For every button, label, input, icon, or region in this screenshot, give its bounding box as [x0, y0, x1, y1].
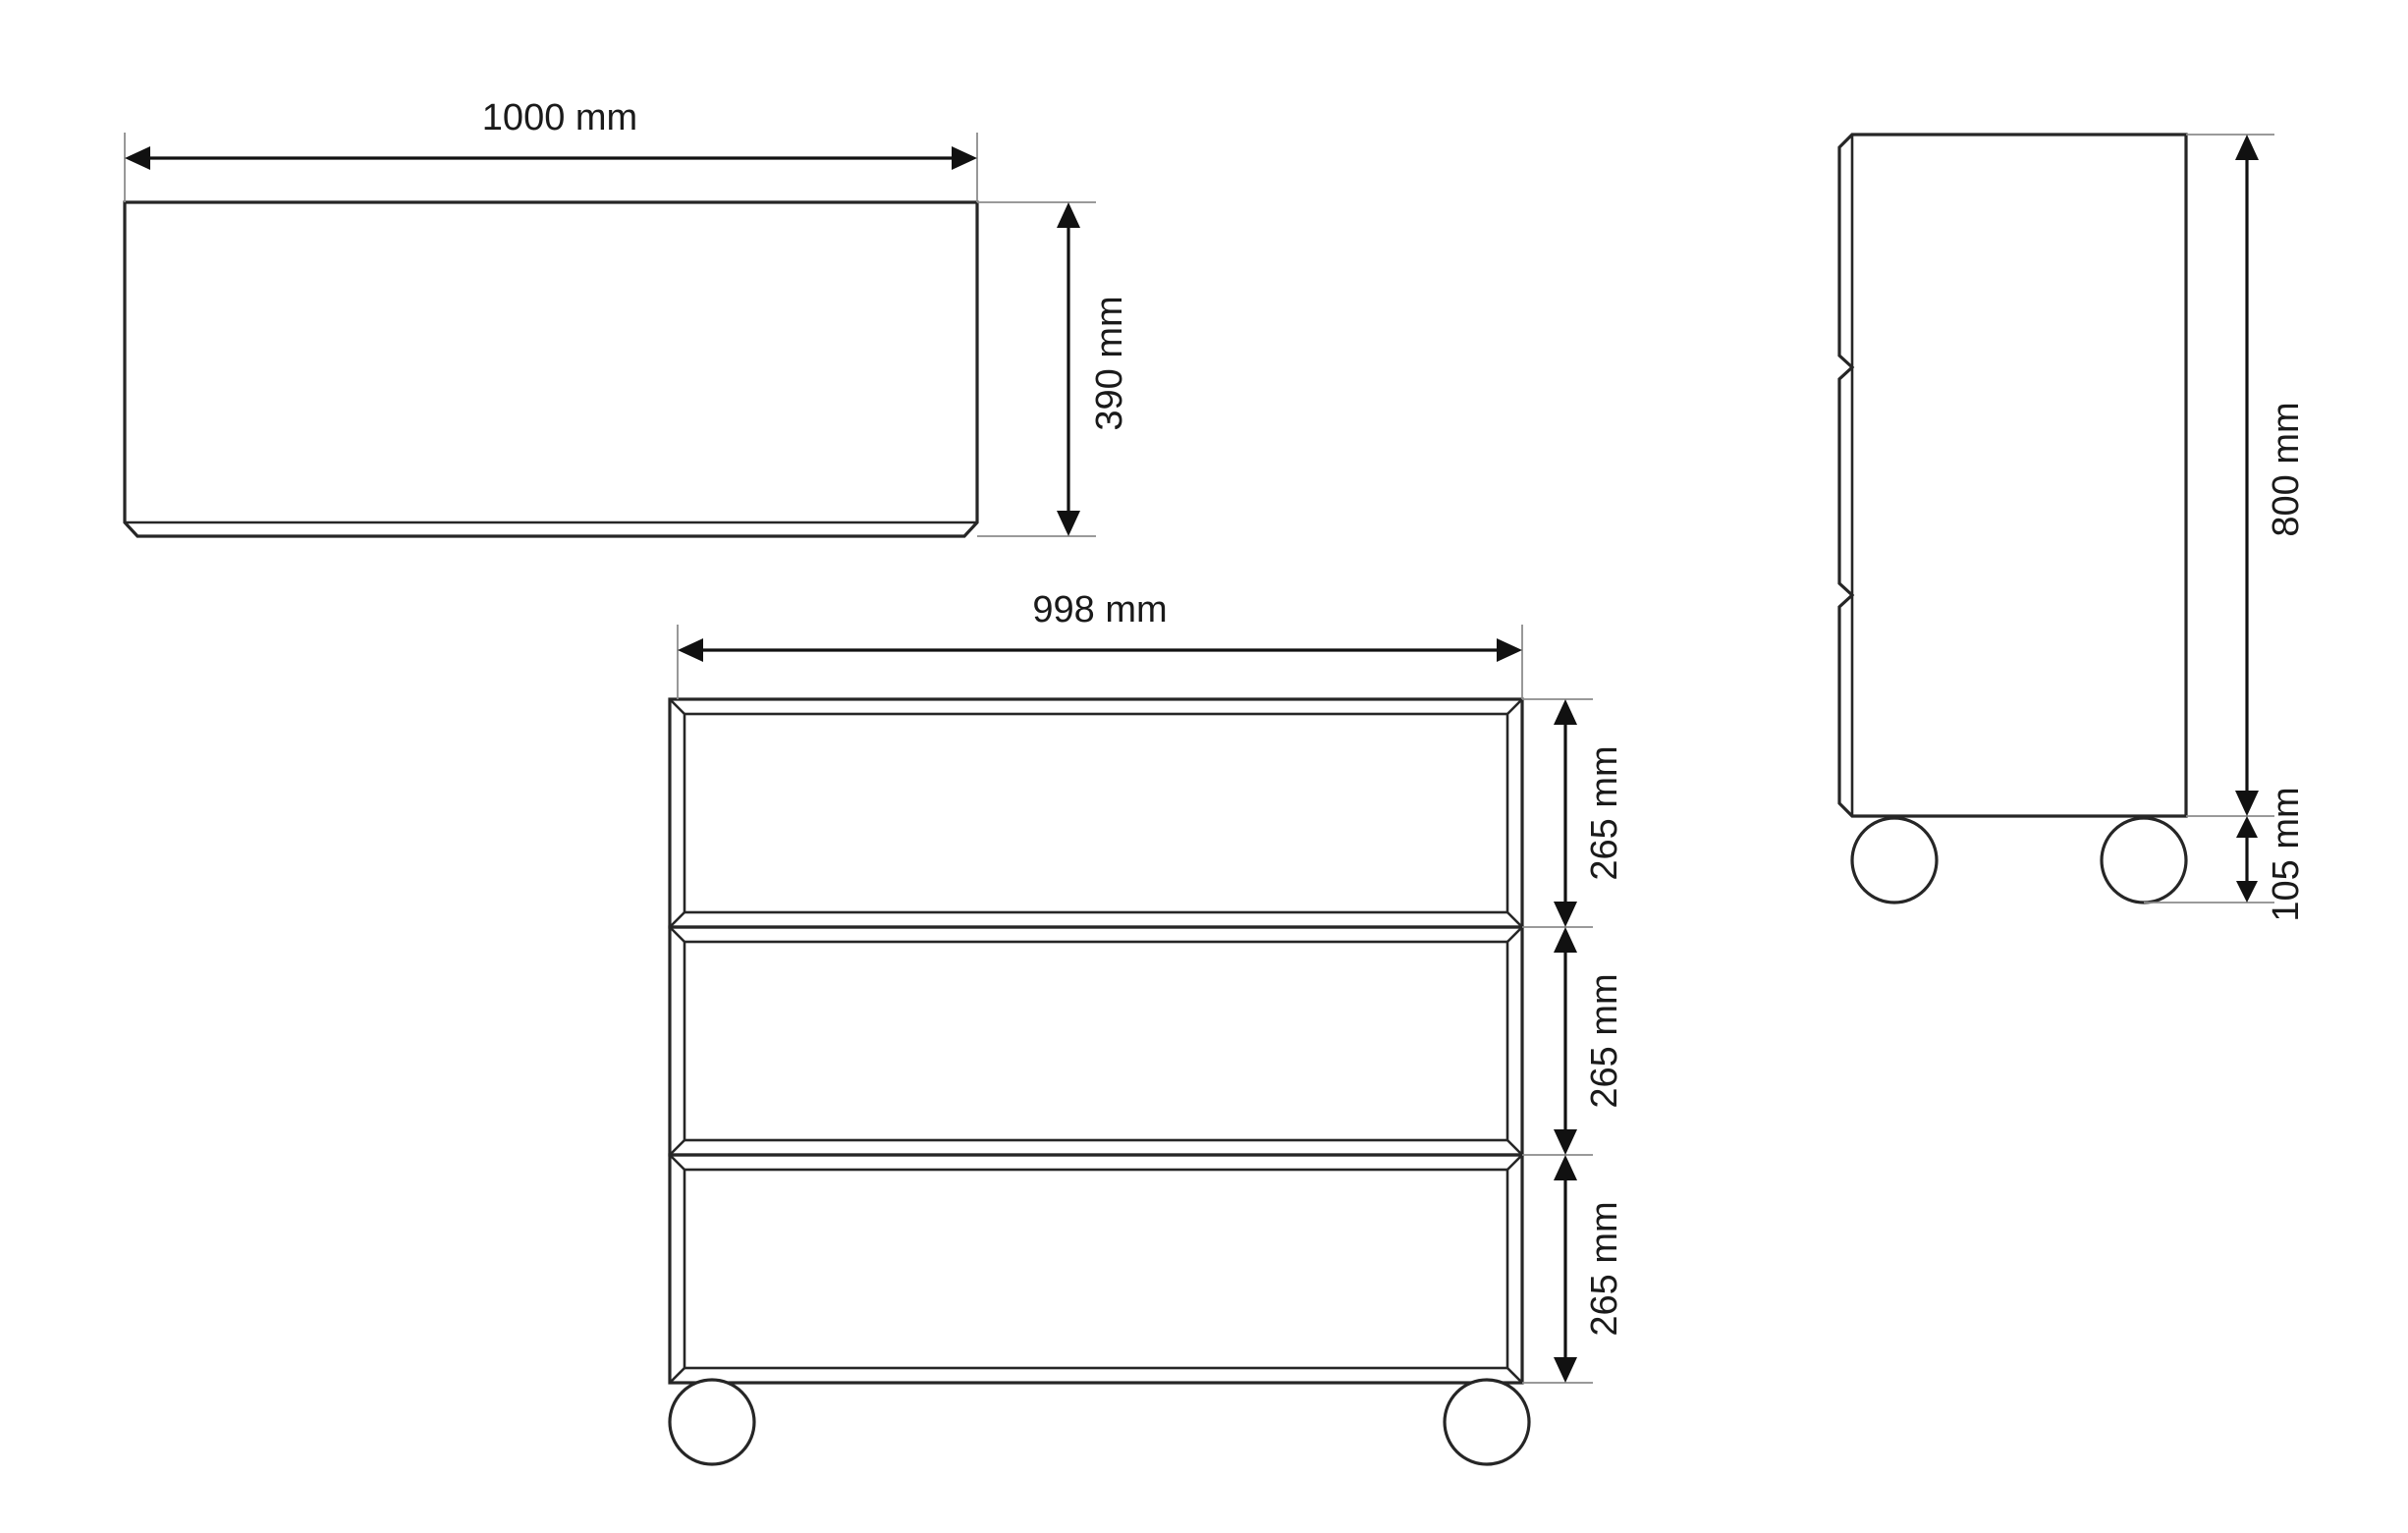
drawer-1-outer — [668, 697, 1524, 929]
top-depth-arrow-bottom — [1057, 511, 1080, 536]
top-width-dimension: 1000 mm — [124, 97, 978, 202]
drawer-2-arrow-bottom — [1554, 1129, 1577, 1155]
front-drawer-1 — [668, 697, 1524, 929]
drawer-2-arrow-top — [1554, 927, 1577, 953]
side-height-dimensions: 800 mm 105 mm — [2144, 134, 2307, 922]
drawer-1-corner-tl — [669, 698, 685, 715]
side-wheel-right — [2100, 816, 2188, 904]
drawer-1-corner-bl — [669, 911, 685, 928]
side-body-arrow-top — [2235, 135, 2259, 160]
drawer-2-corner-tr — [1506, 926, 1523, 943]
drawer-3-arrow-top — [1554, 1155, 1577, 1180]
front-width-label: 998 mm — [1032, 589, 1167, 630]
top-width-arrow-right — [952, 146, 977, 170]
drawer-3-inner — [683, 1168, 1509, 1370]
drawer-3-arrow-bottom — [1554, 1357, 1577, 1383]
drawer-1-height-label: 265 mm — [1584, 745, 1625, 880]
top-width-label: 1000 mm — [482, 97, 637, 138]
side-wheel-left — [1850, 816, 1939, 904]
side-body-height-label: 800 mm — [2266, 402, 2307, 536]
front-width-arrow-right — [1497, 638, 1522, 662]
side-wheel-arrow-bottom — [2236, 881, 2258, 903]
drawer-2-corner-tl — [669, 926, 685, 943]
front-width-arrow-left — [678, 638, 703, 662]
drawer-2-height-label: 265 mm — [1584, 973, 1625, 1108]
side-wheel-arrow-top — [2236, 816, 2258, 838]
drawer-2-inner — [683, 940, 1509, 1142]
side-view — [1837, 133, 2188, 904]
drawer-1-arrow-bottom — [1554, 902, 1577, 927]
top-width-arrow-left — [125, 146, 150, 170]
side-wheel-height-label: 105 mm — [2266, 787, 2307, 921]
top-depth-label: 390 mm — [1089, 296, 1130, 430]
drawer-1-corner-br — [1506, 911, 1523, 928]
front-drawer-3 — [668, 1153, 1524, 1385]
drawer-3-corner-tl — [669, 1154, 685, 1171]
front-width-dimension: 998 mm — [677, 589, 1523, 699]
front-drawer-2 — [668, 925, 1524, 1157]
drawer-2-outer — [668, 925, 1524, 1157]
top-depth-arrow-top — [1057, 202, 1080, 228]
drawer-3-corner-bl — [669, 1367, 685, 1384]
drawer-3-corner-br — [1506, 1367, 1523, 1384]
drawer-2-corner-br — [1506, 1139, 1523, 1156]
drawer-2-corner-bl — [669, 1139, 685, 1156]
top-view-outline — [123, 200, 979, 538]
drawer-3-height-label: 265 mm — [1584, 1201, 1625, 1336]
drawer-1-inner — [683, 712, 1509, 914]
side-view-outline — [1837, 133, 2188, 818]
drawer-height-dimensions: 265 mm 265 mm 265 mm — [1522, 698, 1625, 1384]
drawer-3-corner-tr — [1506, 1154, 1523, 1171]
side-body-arrow-bottom — [2235, 791, 2259, 816]
front-wheel-left — [668, 1378, 756, 1466]
drawer-3-outer — [668, 1153, 1524, 1385]
front-view — [668, 697, 1531, 1466]
drawer-1-corner-tr — [1506, 698, 1523, 715]
top-depth-dimension: 390 mm — [977, 201, 1130, 537]
top-view — [123, 200, 979, 538]
drawer-1-arrow-top — [1554, 699, 1577, 725]
front-wheel-right — [1443, 1378, 1531, 1466]
